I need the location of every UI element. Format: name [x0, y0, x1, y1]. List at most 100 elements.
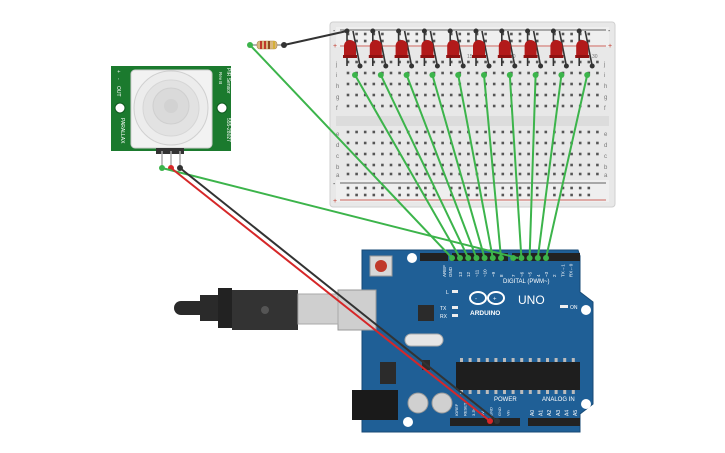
digital-pin-label: 4	[536, 274, 541, 277]
rail-minus-label-bottom: -	[333, 181, 336, 188]
rail-plus-label-bottom: +	[333, 198, 337, 205]
mount-hole-left	[114, 102, 126, 114]
power-pin-label: GND	[488, 407, 493, 416]
pir-out-wire[interactable]	[161, 167, 519, 259]
mount-hole-right	[216, 102, 228, 114]
led[interactable]	[395, 40, 408, 56]
svg-text:-: -	[475, 297, 477, 303]
row-letter-a: a	[336, 173, 340, 179]
led[interactable]	[498, 40, 511, 56]
led[interactable]	[473, 40, 485, 56]
row-letter-g-right: g	[604, 95, 607, 101]
row-letter-b-right: b	[604, 165, 608, 171]
digital-pin-label: ~3	[544, 271, 549, 277]
analog-header-label: ANALOG IN	[542, 397, 575, 403]
led-signal-wires[interactable]	[352, 72, 591, 259]
rail-plus-label: +	[333, 43, 337, 50]
breadboard[interactable]: - + - + - + j i h g f e d c b a j i h g …	[329, 21, 616, 208]
arduino-logo-icon: - +	[469, 291, 505, 305]
analog-pin-label: A1	[539, 410, 545, 416]
pir-pin-label-minus: -	[115, 78, 121, 80]
row-letter-h: h	[336, 84, 339, 90]
led-array[interactable]	[343, 28, 595, 69]
row-letter-i-right: i	[604, 73, 605, 79]
pir-brand: PARALLAX	[119, 118, 125, 144]
usb-icon	[261, 306, 269, 314]
power-pin-label: Vin	[506, 410, 511, 416]
gnd-pin-end	[494, 418, 500, 424]
pir-vcc-wire[interactable]	[170, 167, 491, 422]
digital-pin-ends	[449, 255, 549, 261]
digital-header-label: DIGITAL (PWM~)	[503, 279, 550, 285]
resistor-to-gnd-wire[interactable]	[249, 44, 453, 259]
l-led-label: L	[446, 290, 449, 296]
row-letter-c-right: c	[604, 154, 607, 160]
power-pin-label: 3.3V	[471, 407, 476, 416]
row-letter-f-right: f	[604, 106, 606, 112]
analog-pin-label: A3	[556, 410, 562, 416]
pir-part-number: 555-28027	[225, 118, 231, 142]
led[interactable]	[524, 40, 537, 56]
power-pin-label: IOREF	[454, 403, 459, 416]
power-header-label: POWER	[494, 397, 517, 403]
row-letter-i: i	[336, 73, 337, 79]
power-pin-label: 5V	[480, 411, 485, 416]
row-letter-b: b	[336, 165, 340, 171]
rx-label: RX	[440, 314, 448, 320]
digital-pin-label: ~9	[491, 271, 496, 277]
row-letter-d: d	[336, 143, 339, 149]
digital-pin-label: TX→1	[560, 264, 565, 277]
arduino-brand: ARDUINO	[470, 310, 500, 317]
resistor-band-4	[273, 41, 275, 49]
digital-pin-label: ~6	[519, 271, 524, 277]
resistor-ground-wire[interactable]	[283, 30, 348, 46]
row-letter-d-right: d	[604, 143, 607, 149]
row-letter-h-right: h	[604, 84, 607, 90]
led[interactable]	[550, 40, 563, 56]
pir-sensor-label: PIR Sensor	[225, 68, 231, 94]
pir-rev: Rev B	[218, 72, 223, 84]
digital-pin-label: 7	[511, 274, 516, 277]
row-letter-e: e	[336, 132, 340, 138]
led[interactable]	[344, 40, 356, 56]
rail-minus-label: -	[333, 28, 336, 35]
power-jack[interactable]	[352, 390, 398, 420]
pir-pin-label-plus: +	[115, 70, 121, 73]
usb-port[interactable]	[337, 289, 377, 331]
atmega-chip	[456, 362, 580, 390]
power-pin-label: GND	[497, 407, 502, 416]
row-letter-j: j	[335, 62, 337, 68]
col-number-30: 30	[592, 54, 598, 60]
led[interactable]	[576, 40, 589, 56]
resistor[interactable]	[247, 40, 287, 50]
led[interactable]	[369, 40, 382, 56]
resistor-band-1	[260, 41, 262, 49]
arduino-model: UNO	[518, 293, 545, 307]
analog-pin-label: A5	[573, 410, 579, 416]
aref-label: AREF	[442, 265, 447, 277]
pir-sensor[interactable]: PARALLAX PIR Sensor Rev B 555-28027 + - …	[111, 66, 231, 171]
tx-label: TX	[440, 306, 447, 312]
on-label: ON	[570, 305, 578, 311]
row-letter-e-right: e	[604, 132, 608, 138]
led[interactable]	[421, 40, 434, 56]
vcc-pin-end	[487, 418, 493, 424]
rail-minus-label-right: -	[608, 28, 611, 35]
power-pin-label: RESET	[463, 402, 468, 416]
row-letter-g: g	[336, 95, 339, 101]
digital-pin-label: 8	[499, 274, 504, 277]
pir-gnd-wire[interactable]	[179, 167, 498, 422]
digital-pin-label: 12	[466, 271, 471, 277]
led[interactable]	[447, 40, 460, 56]
rail-plus-label-right: +	[608, 43, 612, 50]
digital-pin-label: RX←0	[569, 263, 574, 277]
usb-cable[interactable]	[174, 288, 339, 330]
digital-pin-label: 2	[552, 274, 557, 277]
digital-pin-label: ~5	[528, 271, 533, 277]
col-number-15: 15	[467, 54, 473, 60]
analog-pin-label: A0	[530, 410, 536, 416]
